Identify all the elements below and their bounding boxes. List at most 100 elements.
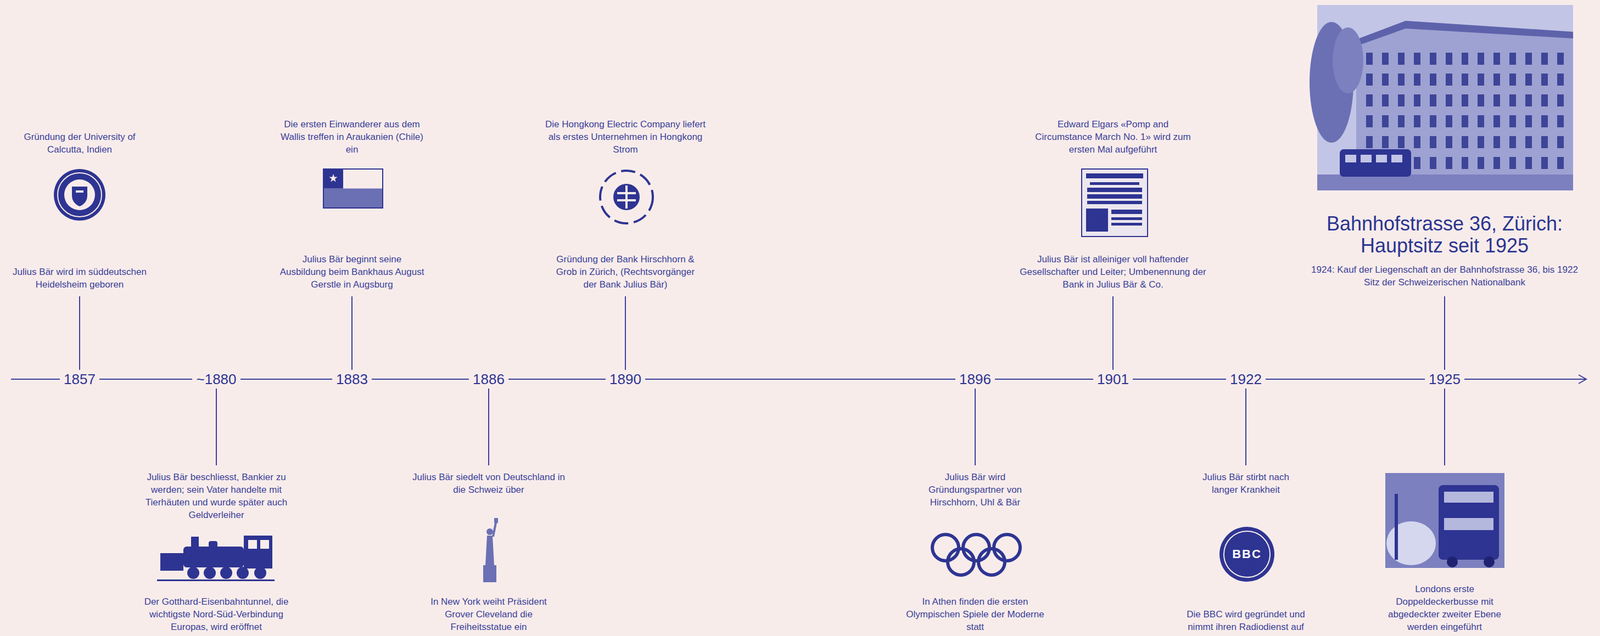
- tick-line: [1444, 388, 1446, 466]
- event-text: Julius Bär beschliesst, Bankier zu werde…: [133, 471, 299, 522]
- locomotive: [160, 553, 184, 572]
- headquarters-photo: [1366, 52, 1373, 65]
- headquarters-photo: [1366, 94, 1373, 107]
- bus-photo: [1385, 473, 1505, 569]
- tick-line: [215, 388, 217, 466]
- locomotive: [157, 535, 275, 582]
- record-cover: [1081, 169, 1148, 237]
- headquarters-photo: [1332, 27, 1364, 94]
- bus-photo: [1446, 556, 1458, 568]
- headquarters-photo: [1366, 136, 1373, 149]
- record-cover: [1086, 173, 1144, 179]
- year-label: 1883: [332, 371, 372, 388]
- headquarters-photo: [1477, 115, 1485, 128]
- tick-line: [974, 388, 976, 466]
- statue-of-liberty: [491, 522, 497, 537]
- event-text: Julius Bär beginnt seine Ausbildung beim…: [279, 253, 425, 292]
- locomotive: [187, 567, 200, 580]
- headquarters-photo: [1345, 154, 1357, 163]
- headquarters-photo: [1477, 73, 1485, 86]
- hongkong-electric-logo: [600, 170, 653, 224]
- event-text: In Athen finden die ersten Olympischen S…: [899, 595, 1051, 634]
- event-text: Die ersten Einwanderer aus dem Wallis tr…: [280, 118, 424, 156]
- headquarters-photo: [1382, 52, 1389, 65]
- record-cover: [1081, 169, 1148, 237]
- headquarters-photo: [1461, 94, 1469, 107]
- locomotive: [183, 546, 244, 568]
- time-axis: [10, 378, 1587, 380]
- year-label: 1886: [468, 371, 509, 388]
- headquarters-photo: [1366, 73, 1373, 86]
- headquarters-photo: [1413, 52, 1421, 65]
- headquarters-photo: [1557, 94, 1564, 107]
- headquarters-photo: [1397, 115, 1405, 128]
- headquarters-photo: [1429, 157, 1437, 170]
- university-seal: [64, 179, 95, 211]
- chile-flag: [323, 169, 383, 209]
- bus-photo: [1438, 485, 1499, 561]
- headquarters-photo: [1525, 73, 1532, 86]
- headquarters-photo: [1541, 157, 1548, 170]
- year-label: 1922: [1226, 371, 1266, 388]
- bus-photo: [1483, 556, 1495, 568]
- headquarters-photo: [1445, 52, 1453, 65]
- headquarters-photo: [1445, 157, 1453, 170]
- locomotive: [248, 540, 257, 550]
- headquarters-photo: [1413, 94, 1421, 107]
- record-cover: [1111, 217, 1143, 221]
- headquarters-photo: [1429, 73, 1437, 86]
- tick-line: [624, 296, 626, 371]
- headquarters-photo: [1413, 115, 1421, 128]
- headquarters-photo: [1525, 115, 1532, 128]
- statue-of-liberty: [485, 535, 495, 566]
- tick-line: [79, 296, 81, 371]
- tick-line: [1112, 296, 1114, 371]
- record-cover: [1087, 200, 1143, 205]
- heading: Bahnhofstrasse 36, Zürich: Hauptsitz sei…: [1307, 213, 1582, 257]
- university-seal: [75, 190, 84, 193]
- time-axis: [1578, 375, 1587, 384]
- headquarters-photo: [1413, 157, 1421, 170]
- headquarters-photo: [1493, 73, 1501, 86]
- bbc-logo: [1223, 531, 1271, 578]
- headquarters-photo: [1397, 136, 1405, 149]
- headquarters-photo: [1413, 136, 1421, 149]
- headquarters-photo: [1391, 154, 1403, 163]
- tick-line: [79, 296, 1445, 466]
- olympic-rings: [993, 534, 1021, 562]
- headquarters-photo: [1557, 136, 1564, 149]
- headquarters-photo: [1356, 20, 1574, 47]
- bus-photo: [1444, 518, 1494, 531]
- chile-flag: [328, 174, 338, 183]
- event-text: Julius Bär ist alleiniger voll haftender…: [1008, 253, 1218, 292]
- university-seal: [53, 169, 106, 221]
- headquarters-photo: [1461, 157, 1469, 170]
- event-text: In New York weiht Präsident Grover Cleve…: [418, 595, 559, 634]
- event-text: 1924: Kauf der Liegenschaft an der Bahnh…: [1307, 263, 1582, 289]
- headquarters-photo: [1541, 73, 1548, 86]
- year-label: 1901: [1093, 371, 1133, 388]
- headquarters-photo: [1477, 157, 1485, 170]
- headquarters-photo: [1382, 94, 1389, 107]
- tick-line: [351, 296, 353, 371]
- headquarters-photo: [1557, 73, 1564, 86]
- headquarters-photo: [1360, 154, 1372, 163]
- headquarters-photo: [1445, 73, 1453, 86]
- headquarters-photo: [1397, 94, 1405, 107]
- tick-line: [488, 388, 490, 466]
- headquarters-photo: [1413, 73, 1421, 86]
- headquarters-photo: [1461, 115, 1469, 128]
- time-axis: [10, 375, 1587, 384]
- event-text: Londons erste Doppeldeckerbusse mit abge…: [1383, 583, 1507, 634]
- headquarters-photo: [1366, 115, 1373, 128]
- headquarters-photo: [1525, 136, 1532, 149]
- event-text: Der Gotthard-Eisenbahntunnel, die wichti…: [130, 595, 304, 634]
- olympic-rings: [963, 534, 990, 562]
- year-label: ~1880: [192, 371, 240, 388]
- headquarters-photo: [1317, 174, 1574, 191]
- headquarters-photo: [1525, 94, 1532, 107]
- headquarters-photo: [1461, 52, 1469, 65]
- event-text: Julius Bär stirbt nach langer Krankheit: [1190, 471, 1301, 497]
